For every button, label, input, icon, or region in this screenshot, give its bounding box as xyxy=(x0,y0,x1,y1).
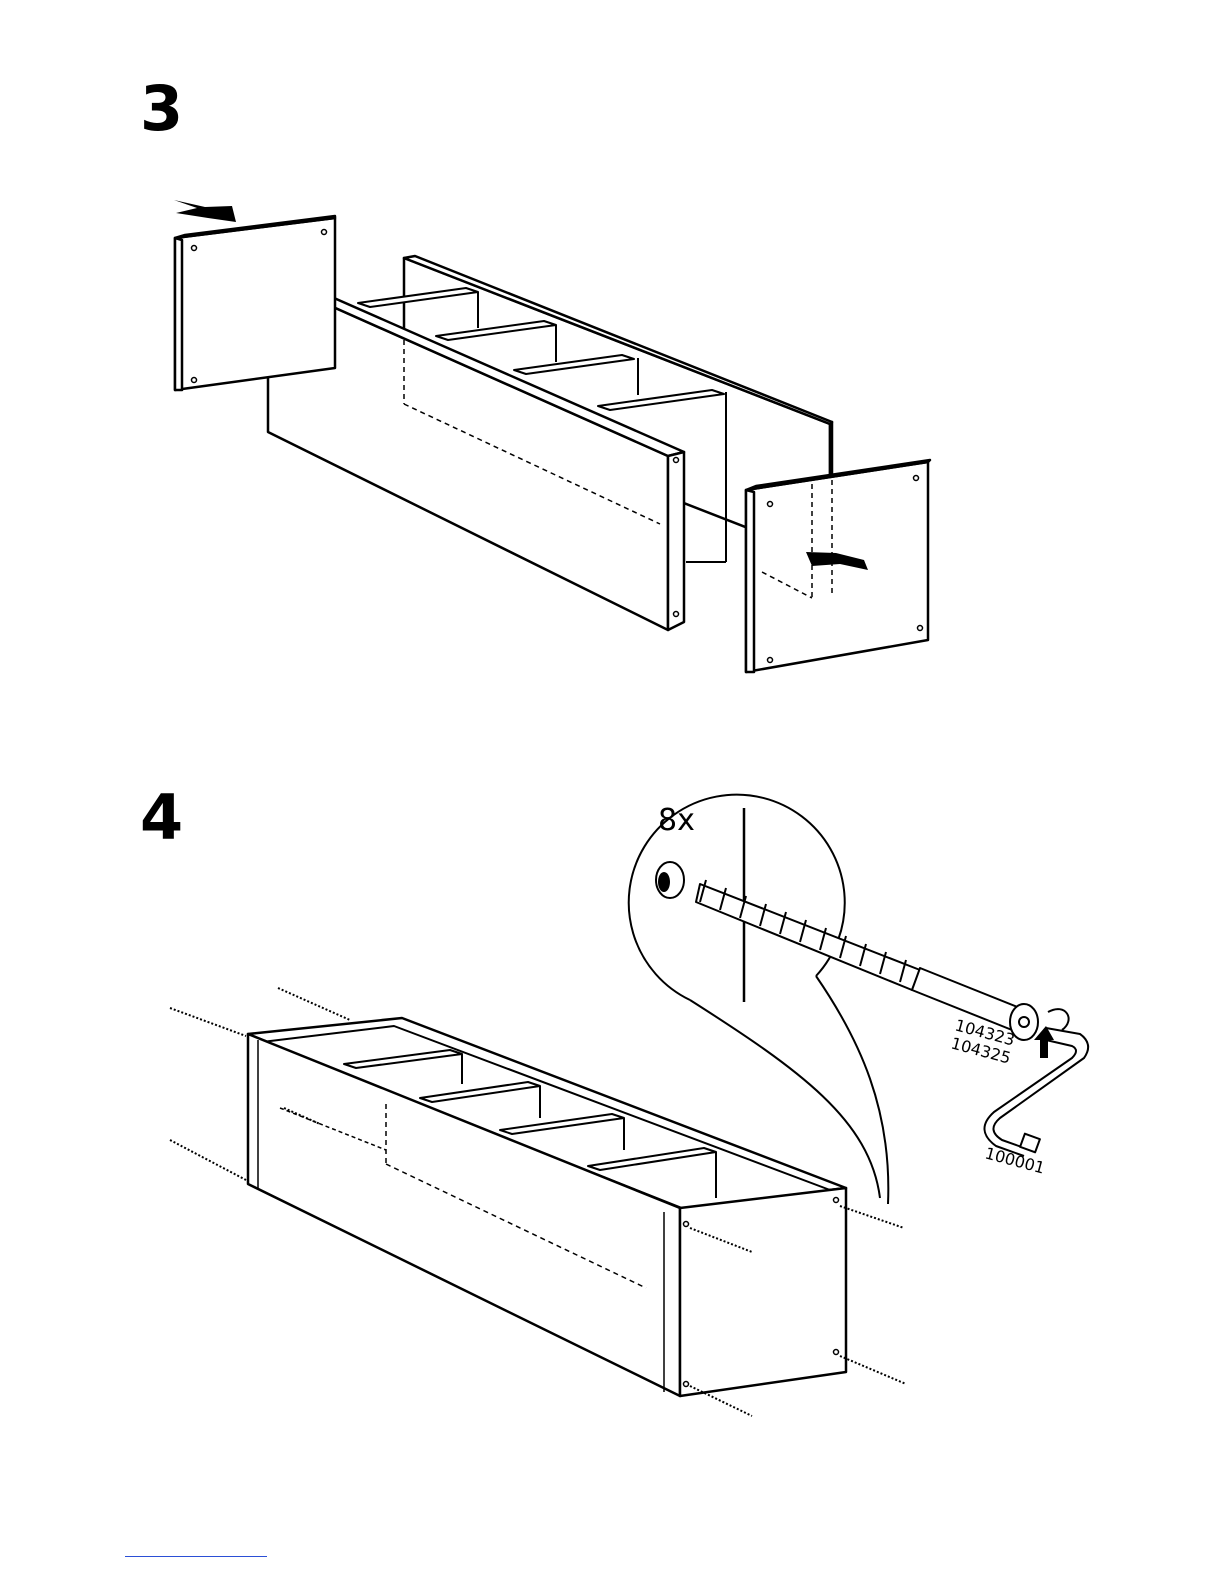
footer-rule xyxy=(125,1556,267,1557)
step-3-illustration xyxy=(174,200,930,672)
quantity-label: 8x xyxy=(658,803,695,838)
arrow-right-icon xyxy=(174,200,236,222)
left-side-panel xyxy=(175,216,335,390)
bookcase-assembled xyxy=(248,1018,846,1396)
right-side-panel xyxy=(746,460,930,672)
screw-detail xyxy=(696,880,1038,1040)
step-4-illustration: 8x 104323 104325 100001 xyxy=(170,795,1088,1416)
